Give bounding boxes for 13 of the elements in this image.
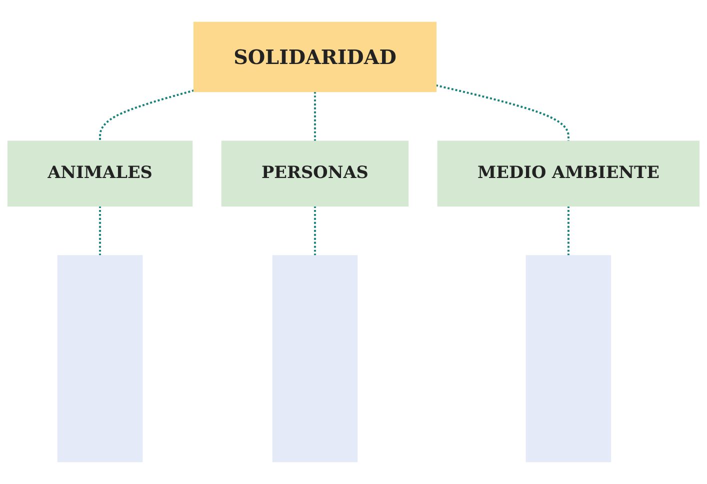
connector (314, 206, 316, 256)
connector (436, 84, 570, 142)
node-box: SOLIDARIDAD (193, 22, 437, 92)
node-box (526, 255, 612, 462)
connector (567, 206, 570, 256)
node-box (272, 255, 358, 462)
connector (314, 92, 316, 142)
connector (99, 89, 194, 142)
node-box: PERSONAS (221, 140, 409, 207)
node-box: MEDIO AMBIENTE (437, 140, 700, 207)
node-box: ANIMALES (7, 140, 193, 207)
connector (99, 206, 102, 256)
node-box (57, 255, 143, 462)
